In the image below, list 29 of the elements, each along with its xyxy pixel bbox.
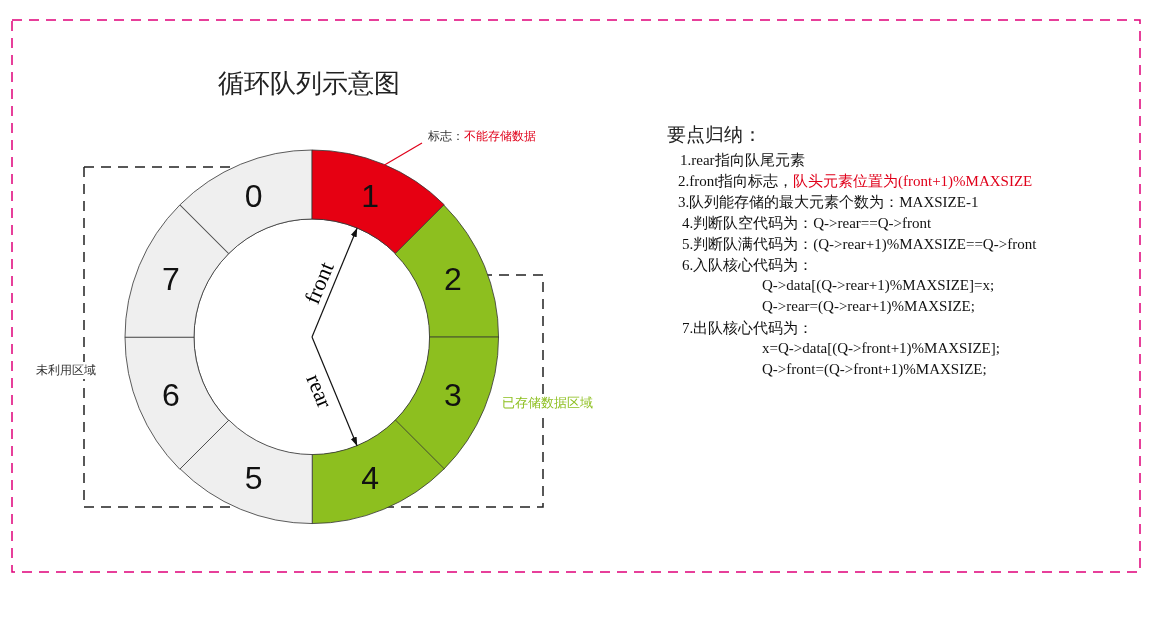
- diagram-title: 循环队列示意图: [218, 67, 400, 100]
- note-text: Q->rear=(Q->rear+1)%MAXSIZE;: [762, 298, 975, 315]
- note-text: 7.出队核心代码为：: [682, 319, 814, 338]
- flag-note: 标志：: [428, 129, 464, 143]
- arrow: [311, 227, 358, 338]
- region-label: 已存储数据区域: [502, 394, 593, 412]
- note-text: Q->data[(Q->rear+1)%MAXSIZE]=x;: [762, 277, 995, 294]
- note-text: 6.入队核心代码为：: [682, 256, 814, 275]
- slot-number: 7: [162, 262, 180, 295]
- flag-note: 不能存储数据: [464, 129, 536, 143]
- region-label: 未利用区域: [36, 362, 96, 379]
- notes-heading: 要点归纳：: [667, 123, 762, 147]
- slot-number: 4: [361, 461, 380, 494]
- note-text: Q->front=(Q->front+1)%MAXSIZE;: [762, 361, 987, 378]
- note-text: 4.判断队空代码为：Q->rear==Q->front: [682, 214, 932, 233]
- note-text: 5.判断队满代码为：(Q->rear+1)%MAXSIZE==Q->front: [682, 235, 1037, 254]
- note-text: x=Q->data[(Q->front+1)%MAXSIZE];: [762, 340, 1000, 357]
- arrow: [311, 336, 358, 447]
- note-text: 2.front指向标志，: [678, 172, 794, 191]
- slot-number: 0: [244, 180, 263, 213]
- leader-line: [382, 142, 423, 167]
- slot-number: 3: [443, 379, 462, 412]
- note-text: 队头元素位置为(front+1)%MAXSIZE: [793, 172, 1033, 191]
- slot-number: 1: [361, 180, 380, 213]
- note-text: 1.rear指向队尾元素: [680, 151, 805, 170]
- note-text: 3.队列能存储的最大元素个数为：MAXSIZE-1: [678, 193, 979, 212]
- slot-number: 6: [162, 379, 180, 412]
- slot-number: 2: [443, 262, 462, 295]
- slot-number: 5: [244, 461, 263, 494]
